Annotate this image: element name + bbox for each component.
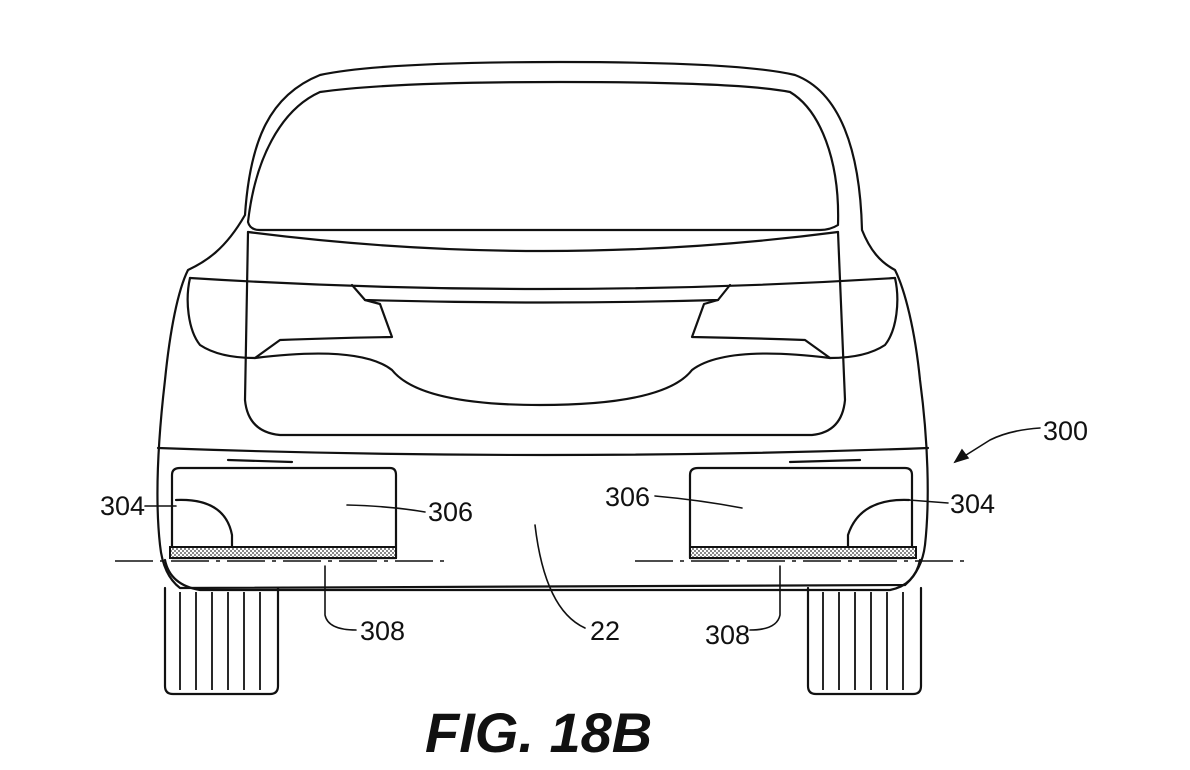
label-308-left: 308 [360, 616, 405, 646]
label-22: 22 [590, 616, 620, 646]
figure-title: FIG. 18B [425, 701, 652, 764]
vehicle-rear-view [156, 60, 930, 592]
label-306-right: 306 [605, 482, 650, 512]
left-lamp-assembly [169, 466, 398, 560]
label-304-right: 304 [950, 489, 995, 519]
label-308-right: 308 [705, 620, 750, 650]
label-306-left: 306 [428, 497, 473, 527]
right-lamp-assembly [688, 466, 917, 560]
label-300: 300 [1043, 416, 1088, 446]
right-wheel [806, 586, 923, 696]
label-304-left: 304 [100, 491, 145, 521]
left-wheel [163, 586, 280, 696]
leader-lines [144, 427, 1041, 631]
